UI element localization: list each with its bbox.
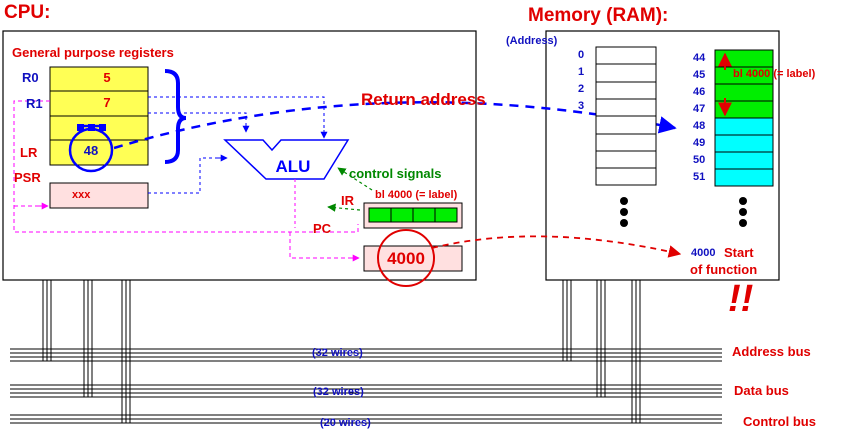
right-address-47: 47 (693, 103, 706, 115)
address-bus-lines (10, 348, 722, 362)
ir-output-arrow (327, 203, 361, 212)
address-bus-wires: (32 wires) (312, 347, 363, 359)
psr-value: xxx (72, 189, 91, 201)
cpu-title: CPU: (4, 2, 51, 23)
control-signals-label: control signals (349, 166, 442, 181)
address-header: (Address) (506, 35, 558, 47)
register-value-r1: 7 (103, 95, 111, 110)
data-bus-label: Data bus (734, 383, 789, 398)
alu-shape (223, 139, 350, 180)
memory-ellipsis-dots (620, 197, 747, 227)
function-label-line1: Start (724, 245, 754, 260)
bus-connectors (42, 280, 641, 423)
register-value-r0: 5 (103, 70, 111, 85)
left-address-1: 1 (578, 66, 585, 78)
data-bus-wires: (32 wires) (313, 386, 364, 398)
register-name-lr: LR (20, 145, 38, 160)
ir-instruction: bl 4000 (= label) (375, 189, 458, 201)
right-address-45: 45 (693, 69, 706, 81)
control-bus-label: Control bus (743, 414, 816, 429)
memory-title: Memory (RAM): (528, 5, 669, 26)
register-bracket (164, 69, 187, 164)
alu-label: ALU (275, 157, 311, 176)
memory-column-right (714, 49, 774, 187)
registers-title: General purpose registers (12, 45, 174, 60)
left-address-2: 2 (578, 83, 585, 95)
right-address-44: 44 (693, 52, 706, 64)
pc-value: 4000 (387, 249, 425, 268)
return-address-label: Return address (361, 90, 486, 109)
register-file (49, 66, 149, 166)
register-value-lr: 48 (83, 143, 99, 158)
pc-highlight-circle (377, 229, 435, 287)
memory-instruction-label: bl 4000 (= label) (733, 68, 816, 80)
ir-label: IR (341, 193, 354, 208)
control-bus-lines (10, 414, 722, 424)
function-address: 4000 (691, 247, 716, 259)
right-address-48: 48 (693, 120, 706, 132)
memory-column-left (595, 46, 657, 186)
register-name-r0: R0 (22, 70, 39, 85)
right-address-46: 46 (693, 86, 706, 98)
register-name-r1: R1 (26, 96, 43, 111)
control-signal-arrow (337, 167, 373, 191)
control-bus-wires: (20 wires) (320, 417, 371, 429)
right-address-51: 51 (693, 171, 706, 183)
pc-label: PC (313, 221, 332, 236)
right-address-50: 50 (693, 154, 706, 166)
psr-label: PSR (14, 170, 41, 185)
function-label-line2: of function (690, 262, 758, 277)
right-address-49: 49 (693, 137, 706, 149)
left-address-3: 3 (578, 100, 585, 112)
psr-box (49, 182, 149, 209)
exclamation-marks: !! (728, 278, 754, 320)
address-bus-label: Address bus (732, 344, 811, 359)
data-bus-lines (10, 384, 722, 398)
left-address-0: 0 (578, 49, 585, 61)
return-address-arrow (113, 101, 677, 150)
